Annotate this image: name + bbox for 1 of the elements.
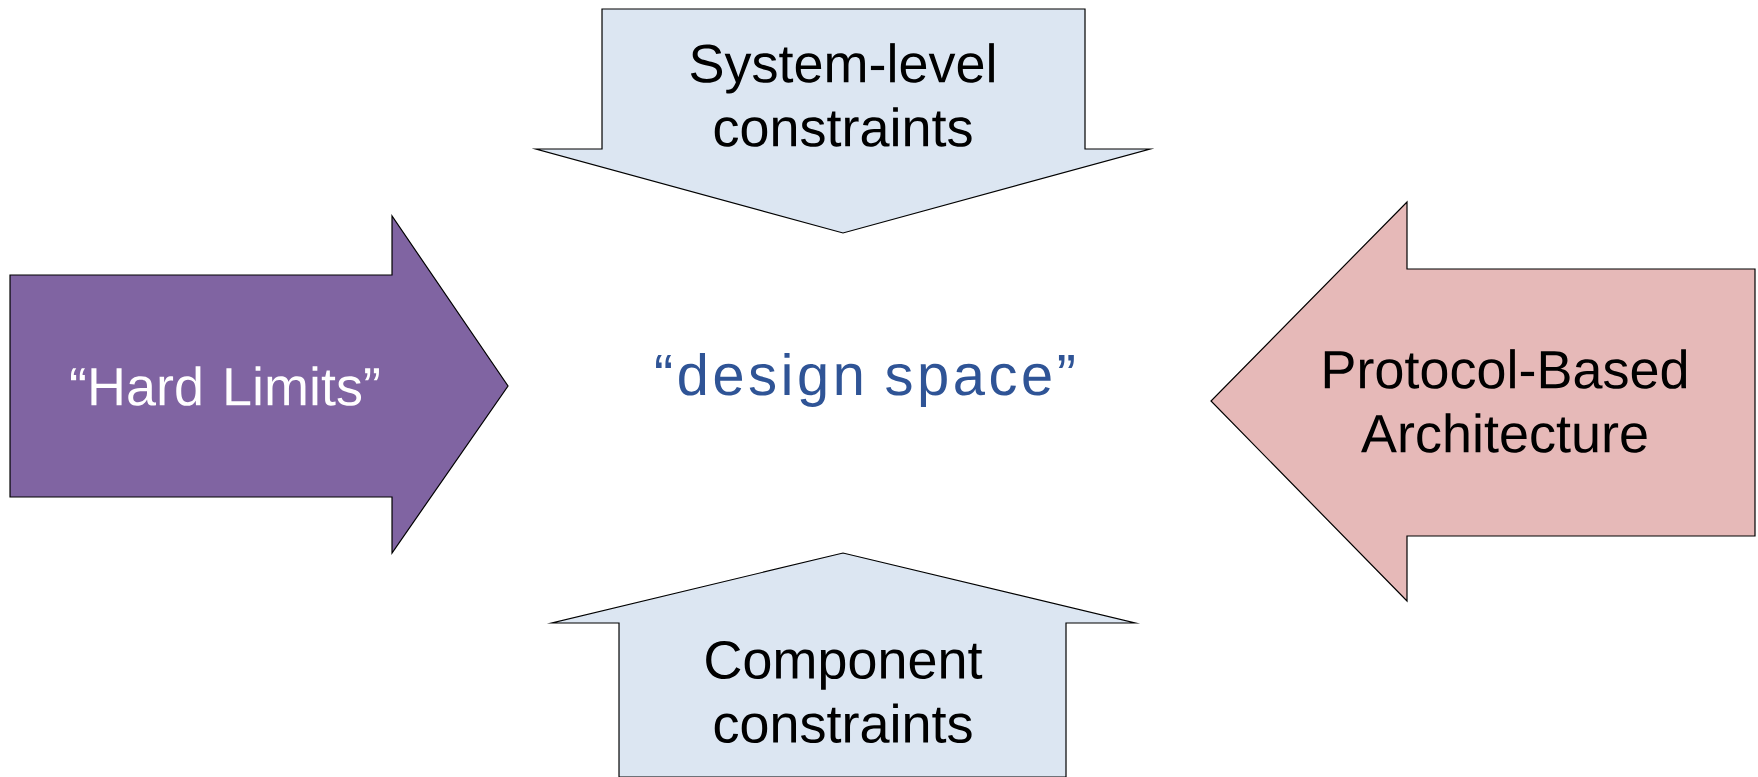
center-label: “design space” <box>656 352 1074 408</box>
